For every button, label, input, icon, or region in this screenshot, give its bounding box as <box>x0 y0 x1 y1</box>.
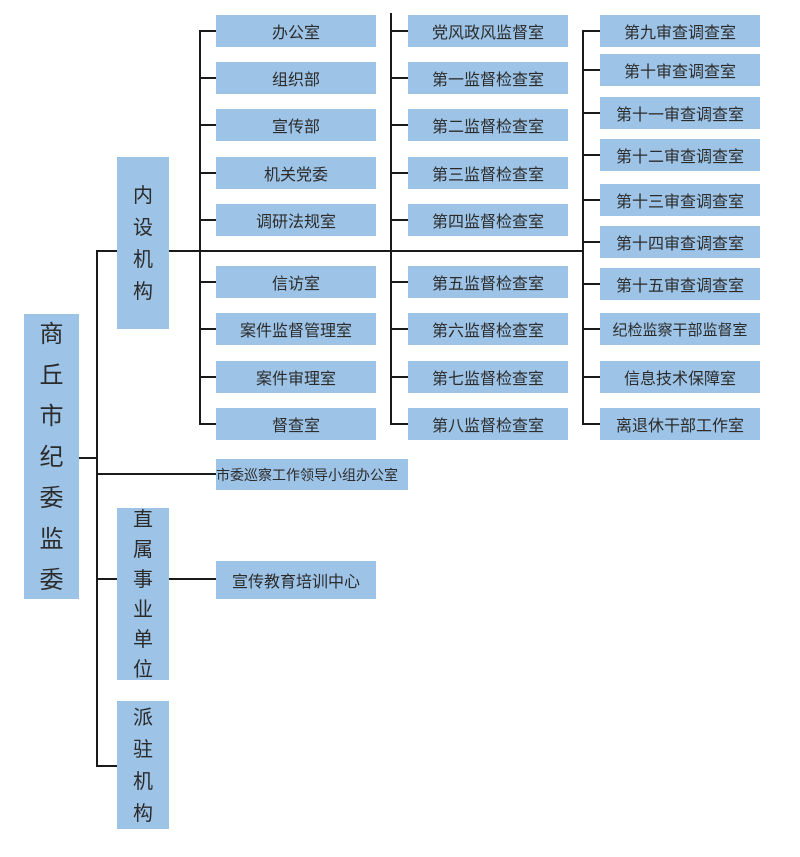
internal-unit-node[interactable]: 纪检监察干部监督室 <box>600 313 760 345</box>
node-char: 内 <box>133 183 153 207</box>
branch-connector-line <box>582 69 600 71</box>
internal-unit-node[interactable]: 组织部 <box>216 62 376 94</box>
branch-connector-line <box>199 281 216 283</box>
node-char: 事 <box>133 567 153 591</box>
inspection-connector-line <box>96 473 216 475</box>
node-char: 派 <box>133 705 153 729</box>
internal-unit-node[interactable]: 宣传部 <box>216 109 376 141</box>
internal-unit-node[interactable]: 督查室 <box>216 408 376 440</box>
node-char: 监 <box>39 524 64 553</box>
branch-connector-line <box>582 328 600 330</box>
branch-connector-line <box>582 283 600 285</box>
node-char: 丘 <box>39 360 64 389</box>
branch-connector-line <box>390 172 408 174</box>
stationed-institutions-node[interactable]: 派驻机构 <box>117 701 169 829</box>
inspection-office-node[interactable]: 市委巡察工作领导小组办公室 <box>216 459 408 490</box>
node-char: 属 <box>133 537 153 561</box>
node-char: 构 <box>133 801 153 825</box>
branch-connector-line <box>390 376 408 378</box>
node-char: 设 <box>133 215 153 239</box>
node-char: 机 <box>133 247 153 271</box>
internal-unit-node[interactable]: 第十一审查调查室 <box>600 97 760 129</box>
internal-unit-node[interactable]: 调研法规室 <box>216 204 376 236</box>
branch-connector-line <box>390 328 408 330</box>
internal-connector-line <box>96 250 117 252</box>
stationed-connector-line <box>96 765 117 767</box>
internal-unit-node[interactable]: 第十二审查调查室 <box>600 139 760 171</box>
branch-connector-line <box>199 172 216 174</box>
branch-connector-line <box>199 77 216 79</box>
branch-connector-line <box>582 199 600 201</box>
internal-bus-line <box>169 250 584 252</box>
internal-institutions-node[interactable]: 内设机构 <box>117 157 169 329</box>
internal-unit-node[interactable]: 信访室 <box>216 266 376 298</box>
branch-connector-line <box>390 77 408 79</box>
internal-unit-node[interactable]: 党风政风监督室 <box>408 15 568 47</box>
branch-connector-line <box>199 423 216 425</box>
internal-unit-node[interactable]: 第四监督检查室 <box>408 204 568 236</box>
internal-unit-node[interactable]: 第二监督检查室 <box>408 109 568 141</box>
branch-connector-line <box>582 112 600 114</box>
internal-unit-node[interactable]: 第十五审查调查室 <box>600 268 760 300</box>
branch-connector-line <box>199 30 216 32</box>
internal-unit-node[interactable]: 第十四审查调查室 <box>600 226 760 258</box>
node-char: 单 <box>133 627 153 651</box>
affiliated-connector-line <box>96 578 117 580</box>
branch-connector-line <box>582 241 600 243</box>
internal-unit-node[interactable]: 信息技术保障室 <box>600 361 760 393</box>
branch-connector-line <box>199 219 216 221</box>
branch-connector-line <box>582 30 600 32</box>
internal-unit-node[interactable]: 离退休干部工作室 <box>600 408 760 440</box>
internal-unit-node[interactable]: 第一监督检查室 <box>408 62 568 94</box>
col-c-spine <box>582 30 584 425</box>
col-a-spine <box>199 30 201 425</box>
node-char: 业 <box>133 597 153 621</box>
branch-connector-line <box>390 219 408 221</box>
internal-unit-node[interactable]: 案件审理室 <box>216 361 376 393</box>
internal-unit-node[interactable]: 第十三审查调查室 <box>600 184 760 216</box>
branch-connector-line <box>582 154 600 156</box>
internal-unit-node[interactable]: 第七监督检查室 <box>408 361 568 393</box>
branch-connector-line <box>390 423 408 425</box>
node-char: 商 <box>39 319 64 348</box>
internal-unit-node[interactable]: 机关党委 <box>216 157 376 189</box>
node-char: 委 <box>39 483 64 512</box>
internal-unit-node[interactable]: 第九审查调查室 <box>600 15 760 47</box>
branch-connector-line <box>390 124 408 126</box>
branch-connector-line <box>390 281 408 283</box>
internal-unit-node[interactable]: 办公室 <box>216 15 376 47</box>
internal-unit-node[interactable]: 第五监督检查室 <box>408 266 568 298</box>
root-trunk-line <box>96 250 98 767</box>
internal-unit-node[interactable]: 案件监督管理室 <box>216 313 376 345</box>
internal-unit-node[interactable]: 第八监督检查室 <box>408 408 568 440</box>
branch-connector-line <box>582 376 600 378</box>
node-char: 直 <box>133 507 153 531</box>
affiliated-unit-connector-line <box>169 578 216 580</box>
internal-unit-node[interactable]: 第三监督检查室 <box>408 157 568 189</box>
node-char: 市 <box>39 401 64 430</box>
node-char: 驻 <box>133 737 153 761</box>
node-char: 委 <box>39 565 64 594</box>
node-char: 纪 <box>39 442 64 471</box>
affiliated-unit-node[interactable]: 宣传教育培训中心 <box>216 561 376 599</box>
root-connector-line <box>79 457 97 459</box>
internal-unit-node[interactable]: 第六监督检查室 <box>408 313 568 345</box>
node-char: 构 <box>133 279 153 303</box>
internal-unit-node[interactable]: 第十审查调查室 <box>600 54 760 86</box>
affiliated-units-node[interactable]: 直属事业单位 <box>117 508 169 680</box>
node-char: 机 <box>133 769 153 793</box>
branch-connector-line <box>199 376 216 378</box>
branch-connector-line <box>199 124 216 126</box>
branch-connector-line <box>582 423 600 425</box>
branch-connector-line <box>199 328 216 330</box>
node-char: 位 <box>133 657 153 681</box>
root-node[interactable]: 商丘市纪委监委 <box>24 314 79 599</box>
branch-connector-line <box>390 30 408 32</box>
